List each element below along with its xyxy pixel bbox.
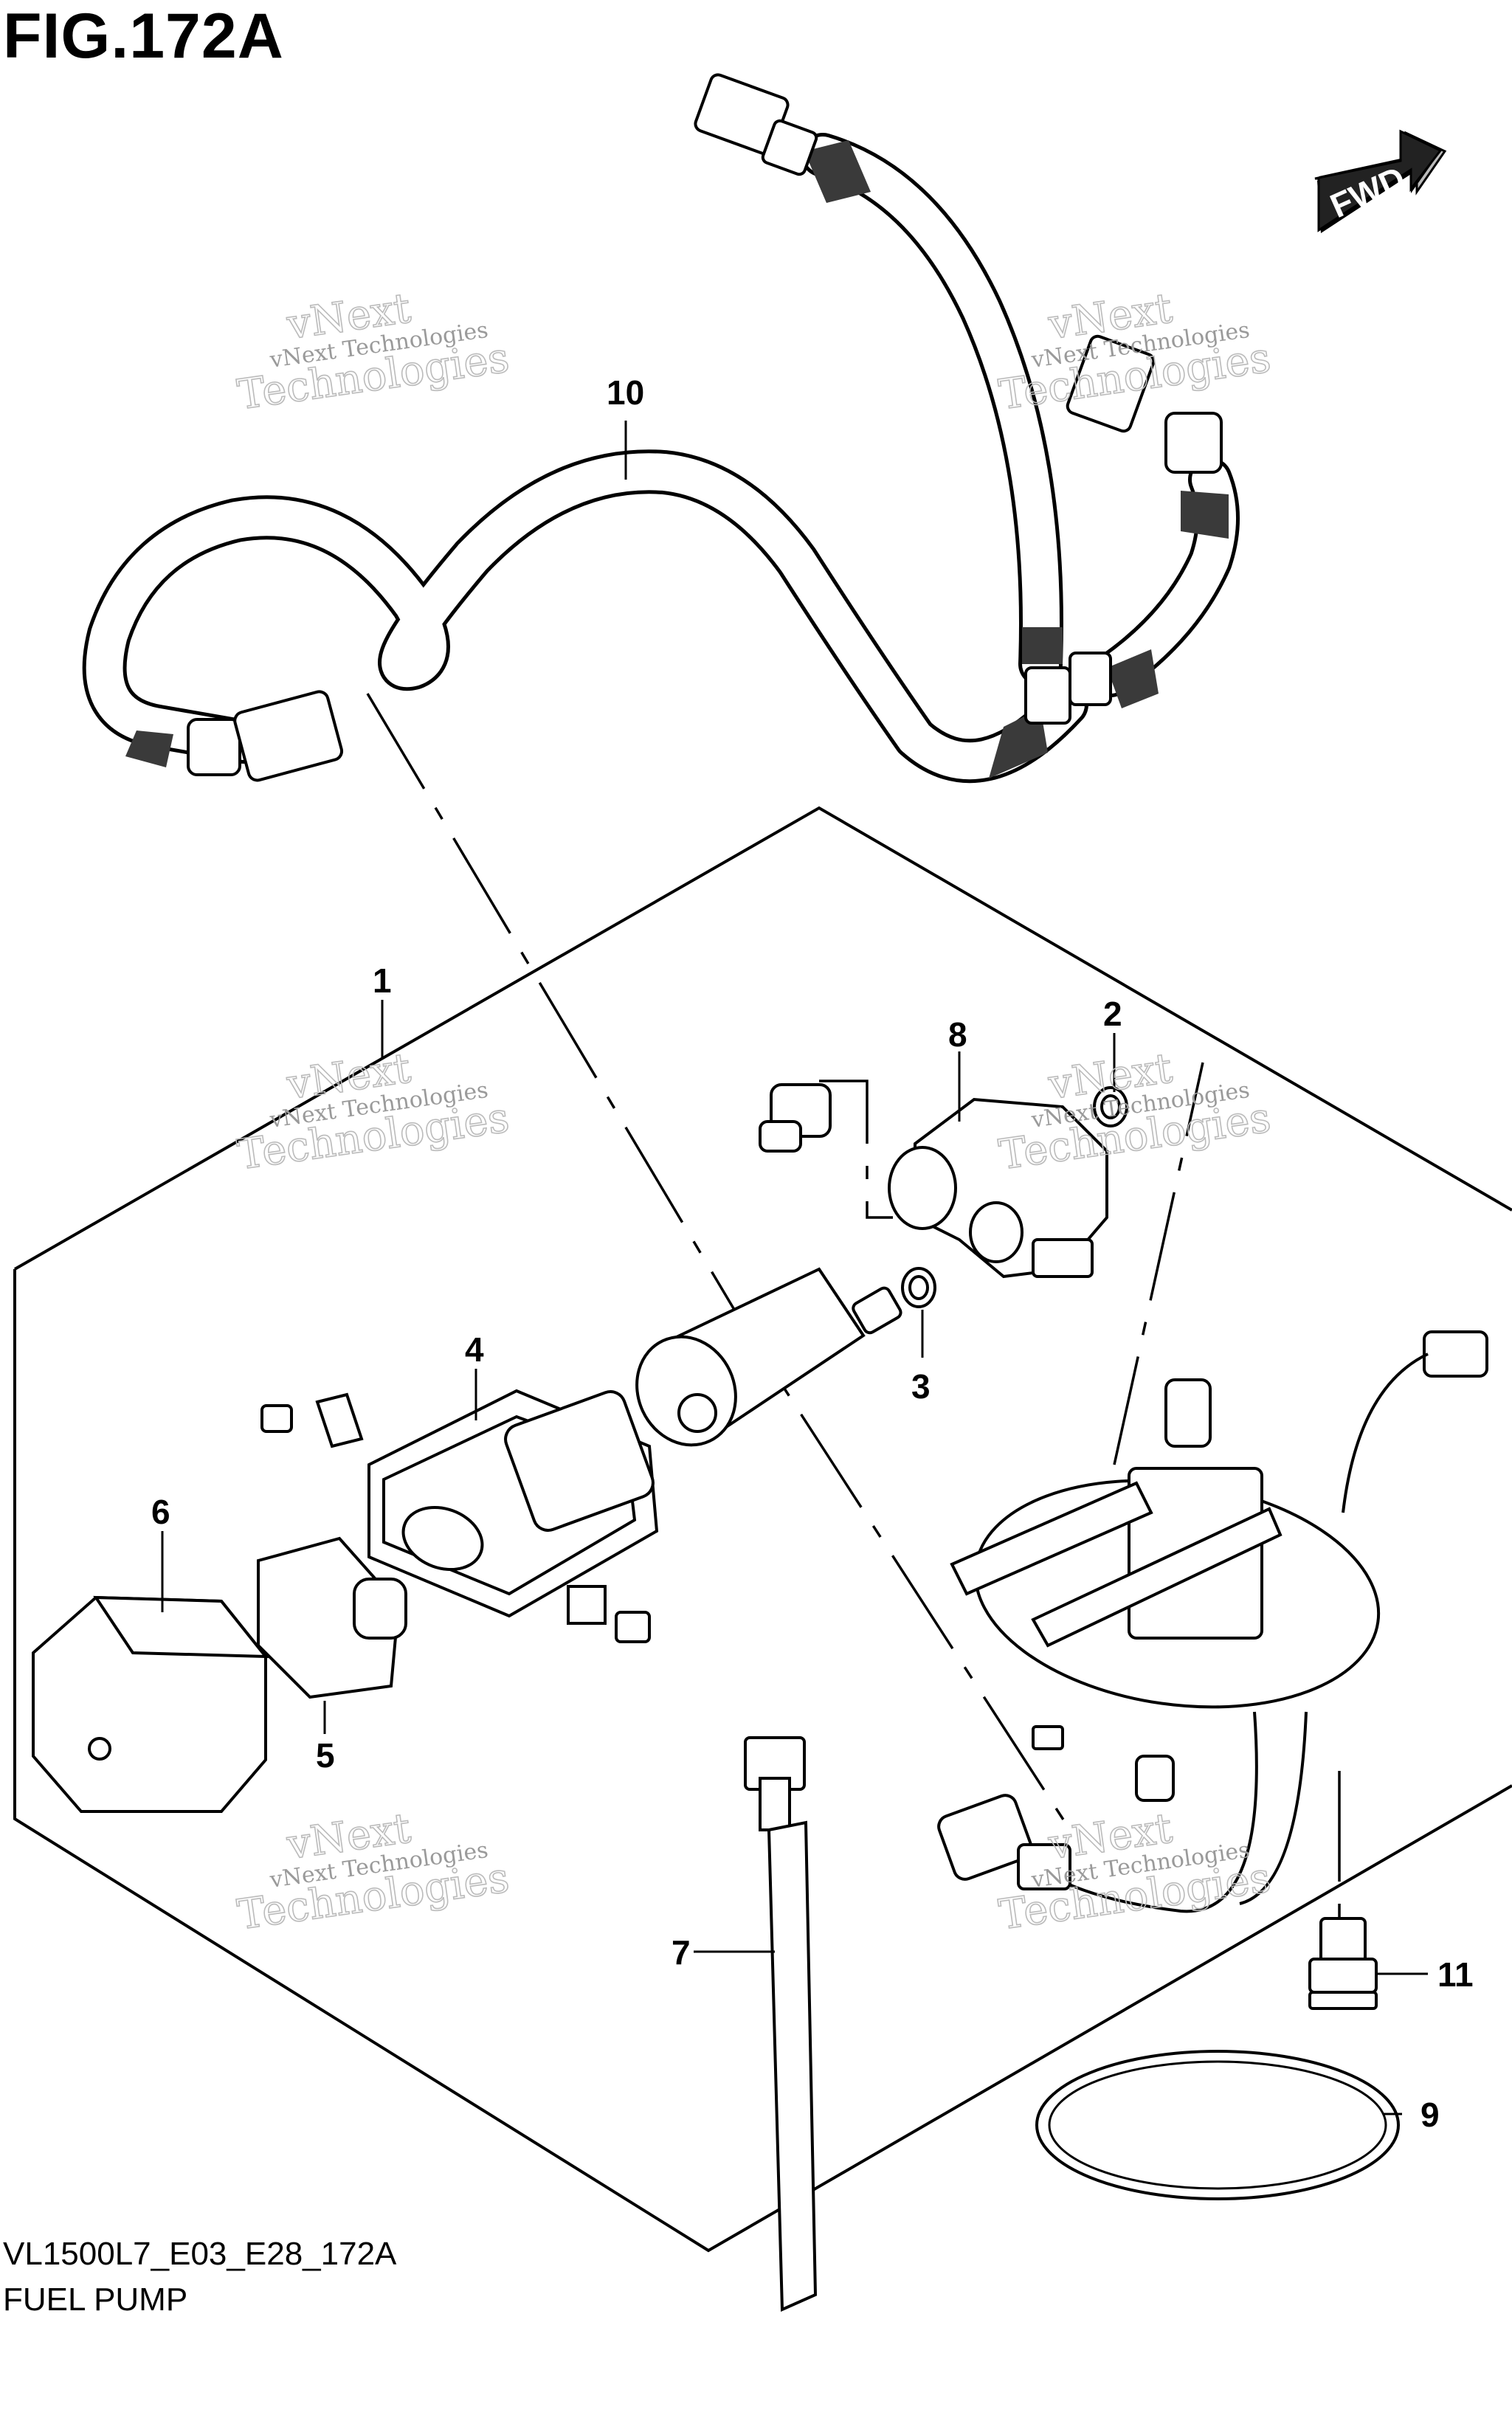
callout-5: 5 — [316, 1736, 335, 1775]
callout-2: 2 — [1103, 995, 1122, 1033]
callout-10: 10 — [607, 373, 644, 412]
callout-9: 9 — [1420, 2096, 1440, 2134]
filter-case — [260, 1389, 659, 1643]
callout-3: 3 — [911, 1367, 931, 1406]
assembly-outline — [13, 806, 1512, 2253]
fuel-hose-assembly — [82, 73, 1240, 784]
callout-1: 1 — [373, 961, 392, 1000]
o-rings — [901, 1086, 1128, 1308]
bolt — [1308, 1917, 1378, 2010]
watermark-group: vNext vNext Technologies Technologies vN… — [234, 283, 1274, 1940]
pressure-regulator — [759, 1083, 1108, 1279]
model-code: VL1500L7_E03_E28_172A — [3, 2236, 397, 2272]
callout-11: 11 — [1437, 1955, 1474, 1994]
tank-plate — [937, 1330, 1488, 1913]
figure-title: FIG.172A — [3, 1, 284, 72]
cable-tie — [744, 1736, 818, 2312]
callout-7: 7 — [672, 1933, 691, 1972]
fwd-arrow-icon: FWD — [1314, 129, 1447, 233]
fuel-pump-motor — [635, 1267, 902, 1447]
leader-lines — [161, 421, 1428, 2115]
section-name: FUEL PUMP — [3, 2281, 188, 2318]
callout-4: 4 — [465, 1330, 484, 1369]
gasket-ring — [1035, 2050, 1400, 2200]
callout-8: 8 — [948, 1015, 967, 1054]
filter-cover — [32, 1595, 269, 1813]
callout-6: 6 — [151, 1493, 170, 1531]
